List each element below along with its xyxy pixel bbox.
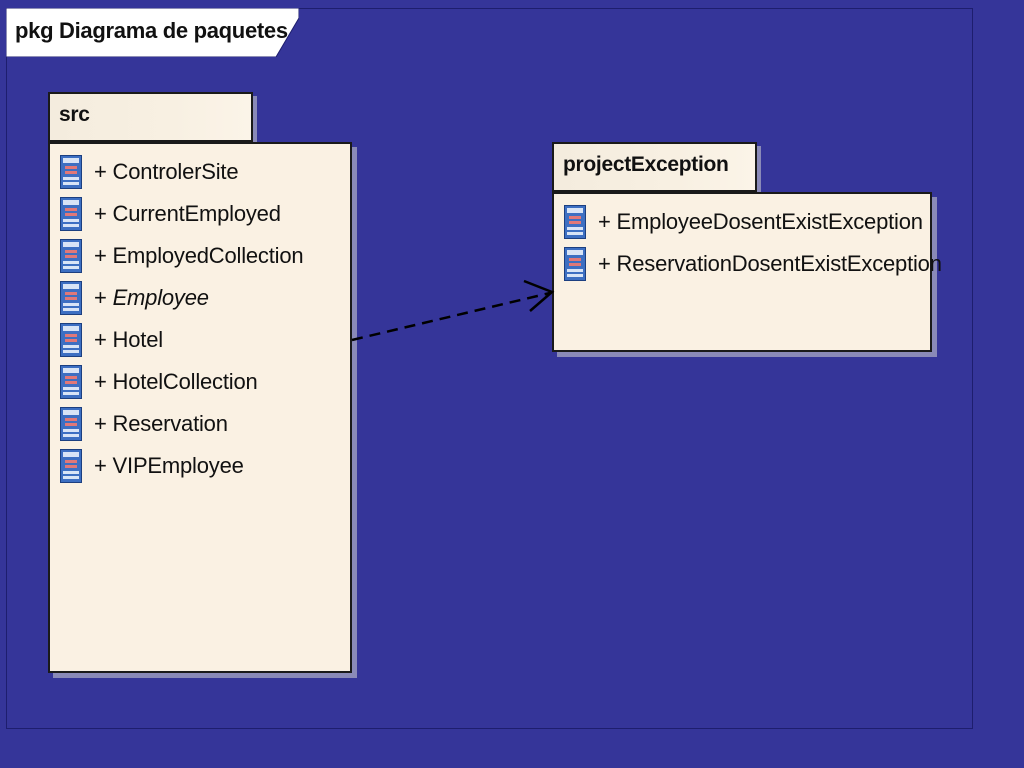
class-icon (60, 449, 82, 483)
class-label: + Reservation (94, 411, 228, 436)
package-src-tab[interactable]: src (48, 92, 253, 142)
class-item-reservationdosentexistexception[interactable]: + ReservationDosentExistException (564, 246, 942, 282)
class-item-reservation[interactable]: + Reservation (60, 406, 228, 442)
frame-title: pkg Diagrama de paquetes (15, 18, 288, 43)
class-label: + CurrentEmployed (94, 201, 281, 226)
class-item-controlersite[interactable]: + ControlerSite (60, 154, 239, 190)
class-item-hotelcollection[interactable]: + HotelCollection (60, 364, 258, 400)
class-icon (60, 323, 82, 357)
class-icon (564, 247, 586, 281)
class-icon (60, 365, 82, 399)
class-label: + HotelCollection (94, 369, 258, 394)
class-icon (564, 205, 586, 239)
class-icon (60, 155, 82, 189)
class-label: + ControlerSite (94, 159, 239, 184)
class-item-employee[interactable]: + Employee (60, 280, 209, 316)
class-label: + EmployedCollection (94, 243, 304, 268)
class-item-hotel[interactable]: + Hotel (60, 322, 163, 358)
class-label: + ReservationDosentExistException (598, 251, 942, 276)
class-label: + EmployeeDosentExistException (598, 209, 923, 234)
class-item-employeedosentexistexception[interactable]: + EmployeeDosentExistException (564, 204, 923, 240)
class-icon (60, 281, 82, 315)
package-projectexception-body[interactable]: + EmployeeDosentExistException + Reserva… (552, 192, 942, 352)
class-label: + Hotel (94, 327, 163, 352)
class-label-prefix: + (94, 285, 113, 310)
package-src-name: src (59, 103, 90, 126)
class-item-vipemployee[interactable]: + VIPEmployee (60, 448, 244, 484)
class-icon (60, 239, 82, 273)
frame-title-tab (6, 8, 299, 57)
class-label: + VIPEmployee (94, 453, 244, 478)
diagram-frame (6, 8, 973, 729)
package-projectexception-name: projectException (563, 153, 729, 176)
class-icon (60, 197, 82, 231)
class-icon (60, 407, 82, 441)
class-item-currentemployed[interactable]: + CurrentEmployed (60, 196, 281, 232)
class-item-employedcollection[interactable]: + EmployedCollection (60, 238, 304, 274)
package-projectexception-tab[interactable]: projectException (552, 142, 757, 192)
class-label: Employee (112, 285, 209, 310)
package-src-body[interactable]: + ControlerSite + CurrentEmployed + Empl… (48, 142, 352, 673)
